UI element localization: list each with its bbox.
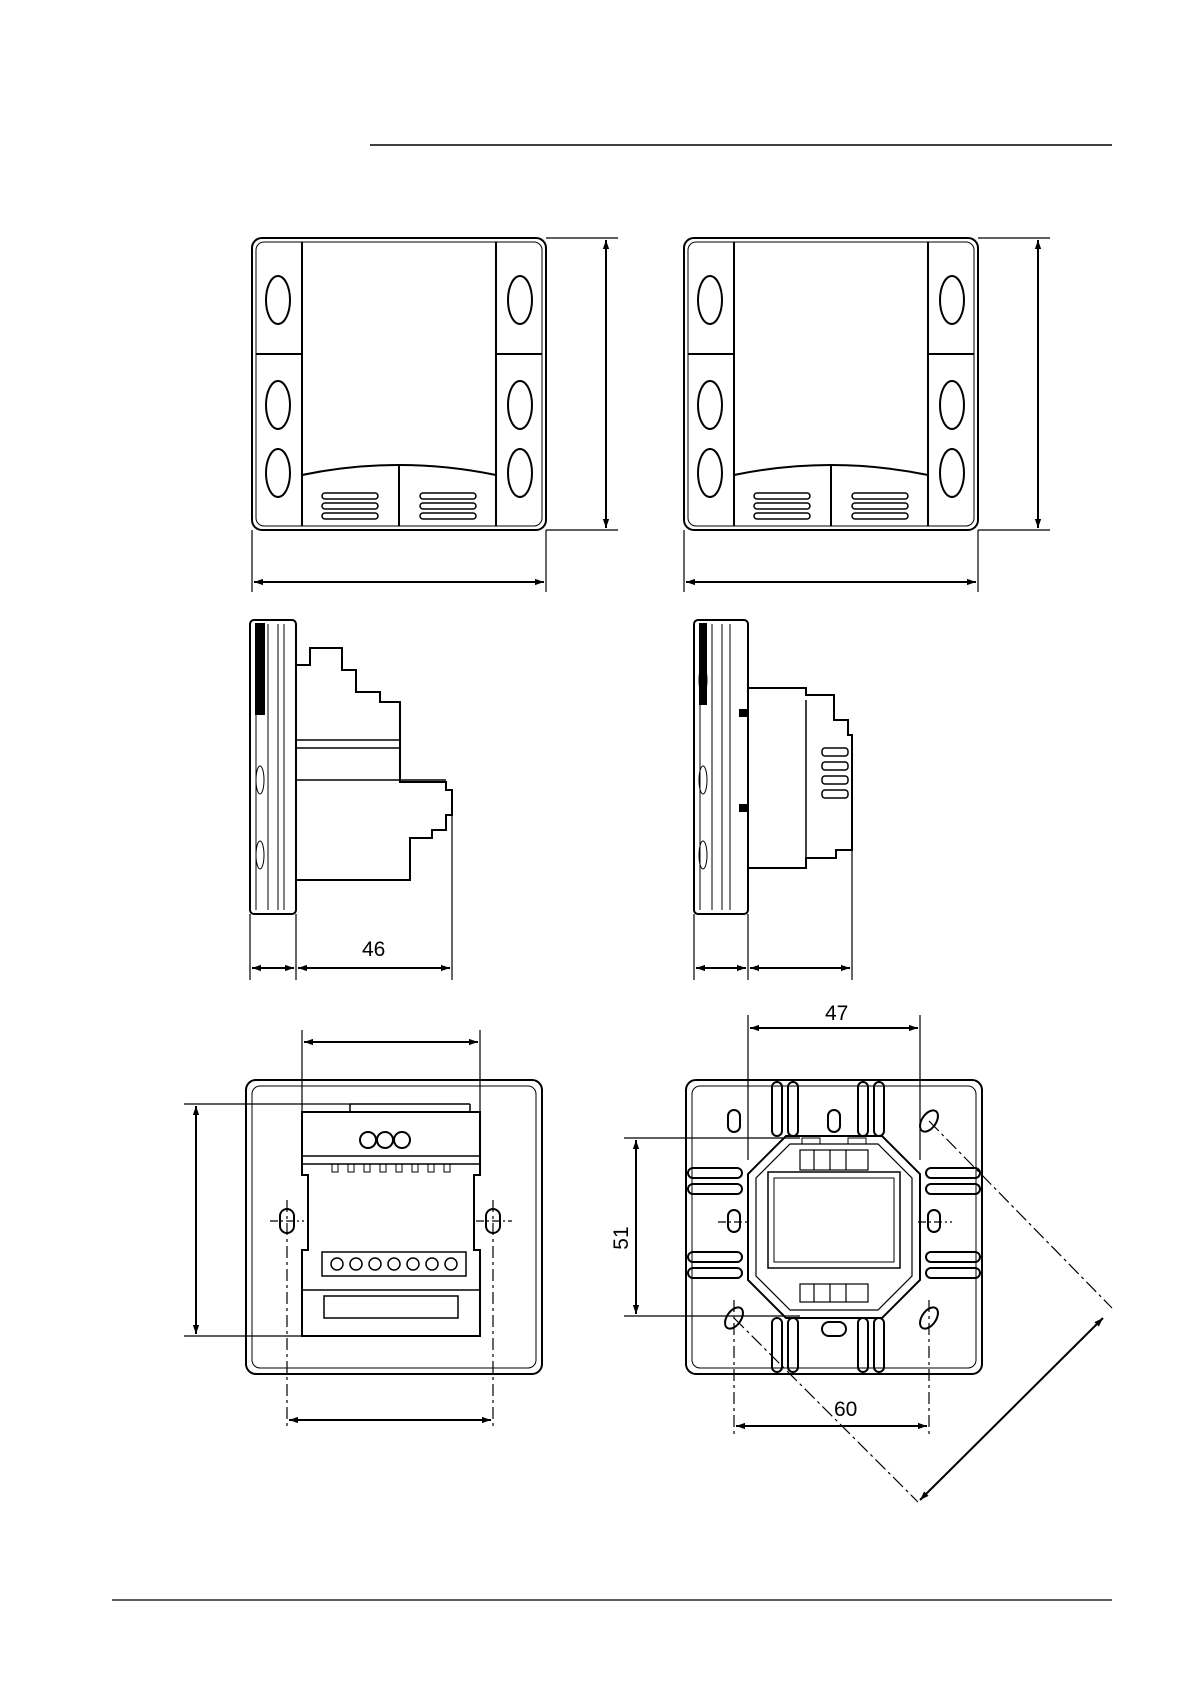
side-view-left-dims <box>250 815 452 980</box>
front-view-left <box>252 238 546 530</box>
side-view-left <box>250 620 452 914</box>
front-view-left-dims <box>252 238 618 592</box>
back-view-left-dims <box>184 1030 512 1430</box>
dimension-label-47: 47 <box>825 1002 848 1025</box>
dimension-label-46: 46 <box>362 938 385 961</box>
dimension-label-60: 60 <box>834 1398 857 1421</box>
front-view-right <box>684 238 978 530</box>
dimension-label-51: 51 <box>610 1226 633 1249</box>
side-view-right <box>694 620 852 914</box>
back-view-right <box>686 1080 982 1374</box>
back-view-left <box>246 1080 542 1374</box>
front-view-right-dims <box>684 238 1050 592</box>
